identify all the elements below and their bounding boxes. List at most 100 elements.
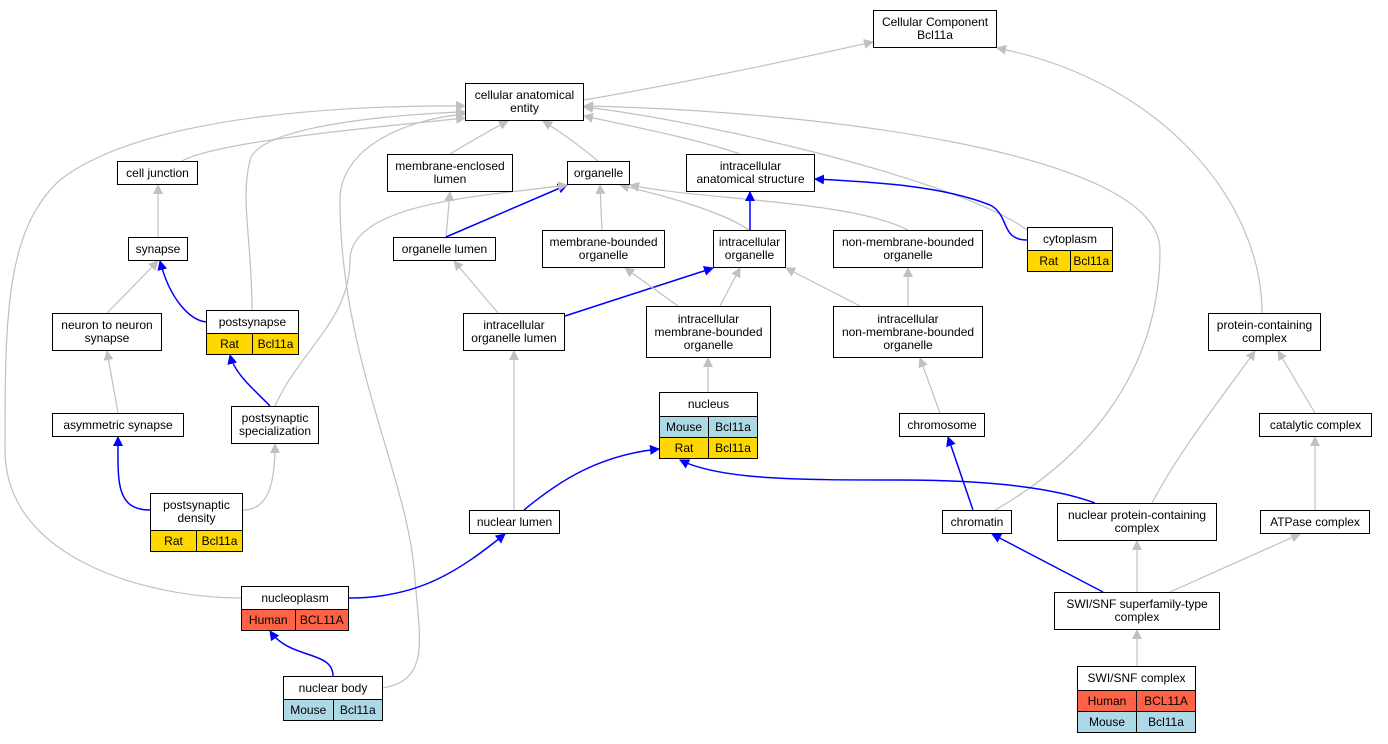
edge-npcc-to-pcc <box>1151 350 1256 504</box>
annotation-gene: Bcl11a <box>252 334 298 354</box>
node-cae[interactable]: cellular anatomical entity <box>465 83 584 121</box>
annotation-gene: Bcl11a <box>332 700 383 720</box>
node-label: organelle <box>573 165 624 180</box>
edge-nucbody-to-cae <box>339 109 466 689</box>
edge-imbo-to-mbo <box>624 267 679 307</box>
node-label: cell junction <box>126 165 189 180</box>
annotation-species: Rat <box>220 336 239 351</box>
edge-cytoplasm-to-cae <box>583 103 1028 231</box>
edge-psd-to-pss <box>242 443 280 511</box>
node-root[interactable]: Cellular Component Bcl11a <box>873 10 997 48</box>
node-swisnf-sf[interactable]: SWI/SNF superfamily-type complex <box>1054 592 1220 630</box>
edge-cytoplasm-to-ias <box>814 174 1028 241</box>
annotation-row: Mouse Bcl11a <box>1078 711 1195 732</box>
edge-nucleoplasm-to-cae <box>4 100 466 599</box>
node-chromosome[interactable]: chromosome <box>899 413 985 437</box>
edge-orglumen-to-mel <box>444 191 455 238</box>
annotation-row: Mouse Bcl11a <box>284 699 382 720</box>
annotation-gene: BCL11A <box>294 610 349 630</box>
node-label: catalytic complex <box>1269 417 1362 432</box>
annotation-species: Mouse <box>1088 714 1126 729</box>
edge-pss-to-postsynapse <box>227 354 271 407</box>
node-nuclumen[interactable]: nuclear lumen <box>469 510 560 534</box>
annotation-gene: Bcl11a <box>708 417 757 437</box>
node-label: ATPase complex <box>1270 514 1360 529</box>
edge-postsynapse-to-synapse <box>157 260 207 323</box>
edge-imbo-to-intorg <box>719 267 741 307</box>
node-npcc[interactable]: nuclear protein-containing complex <box>1057 503 1217 541</box>
node-label: cellular anatomical entity <box>474 88 575 115</box>
node-intorg[interactable]: intracellular organelle <box>713 230 786 268</box>
annotation-gene: Bcl11a <box>1136 712 1195 732</box>
node-catcomplex[interactable]: catalytic complex <box>1259 413 1372 437</box>
edge-organelle-to-cae <box>542 120 599 162</box>
edge-npcc-to-nucleus <box>679 459 1096 504</box>
edge-ias-to-cae <box>583 112 741 155</box>
node-iol[interactable]: intracellular organelle lumen <box>463 313 565 351</box>
node-label: non-membrane-bounded organelle <box>841 235 975 262</box>
edge-cae-to-root <box>583 39 874 101</box>
node-label: membrane-enclosed lumen <box>395 159 505 186</box>
annotation-species: Mouse <box>665 419 703 434</box>
node-pcc[interactable]: protein-containing complex <box>1208 313 1321 351</box>
node-label: intracellular organelle <box>718 235 781 262</box>
node-label: chromatin <box>950 514 1004 529</box>
node-atpase[interactable]: ATPase complex <box>1260 510 1370 534</box>
node-asym[interactable]: asymmetric synapse <box>52 413 184 437</box>
node-label: chromosome <box>907 417 977 432</box>
node-inmbo[interactable]: intracellular non-membrane-bounded organ… <box>833 306 983 358</box>
node-mel[interactable]: membrane-enclosed lumen <box>387 154 513 192</box>
node-label: nucleoplasm <box>261 590 329 605</box>
edge-swisnf_sf-to-chromatin <box>991 533 1104 593</box>
edge-mbo-to-organelle <box>595 184 606 231</box>
edge-pss-to-organelle <box>274 181 568 407</box>
edge-swisnf_sf-to-atpase <box>1169 533 1301 593</box>
node-label: Cellular Component Bcl11a <box>881 15 989 42</box>
edge-postsynapse-to-cae <box>245 107 466 311</box>
annotation-species: Mouse <box>290 702 327 717</box>
node-nmbo[interactable]: non-membrane-bounded organelle <box>833 230 983 268</box>
node-orglumen[interactable]: organelle lumen <box>393 237 496 261</box>
edge-catcomplex-to-pcc <box>1277 350 1316 414</box>
edge-nucleoplasm-to-nuclumen <box>348 533 506 599</box>
node-imbo[interactable]: intracellular membrane-bounded organelle <box>646 306 771 358</box>
edge-pcc-to-root <box>996 44 1263 314</box>
node-label: SWI/SNF superfamily-type complex <box>1066 597 1208 624</box>
edge-n2n-to-synapse <box>106 260 159 314</box>
node-pss[interactable]: postsynaptic specialization <box>231 406 319 444</box>
node-organelle[interactable]: organelle <box>567 161 630 185</box>
node-label: asymmetric synapse <box>63 417 173 432</box>
annotation-gene: Bcl11a <box>196 531 242 551</box>
node-ias[interactable]: intracellular anatomical structure <box>686 154 815 192</box>
edge-nucbody-to-nucleoplasm <box>269 630 334 677</box>
node-label: neuron to neuron synapse <box>61 318 153 345</box>
node-label: membrane-bounded organelle <box>549 235 658 262</box>
node-label: nuclear protein-containing complex <box>1067 508 1207 535</box>
node-label: organelle lumen <box>401 241 488 256</box>
node-chromatin[interactable]: chromatin <box>942 510 1012 534</box>
node-n2n[interactable]: neuron to neuron synapse <box>52 313 162 351</box>
annotation-species: Rat <box>1039 253 1059 268</box>
annotation-row: Mouse Bcl11a <box>660 416 757 437</box>
node-celljunction[interactable]: cell junction <box>117 161 198 185</box>
edge-asym-to-n2n <box>103 350 119 414</box>
node-label: intracellular organelle lumen <box>471 318 557 345</box>
node-label: protein-containing complex <box>1216 318 1313 345</box>
node-mbo[interactable]: membrane-bounded organelle <box>542 230 665 268</box>
edge-nmbo-to-organelle <box>629 181 909 231</box>
node-synapse[interactable]: synapse <box>128 237 188 261</box>
node-label: intracellular non-membrane-bounded organ… <box>841 311 975 352</box>
